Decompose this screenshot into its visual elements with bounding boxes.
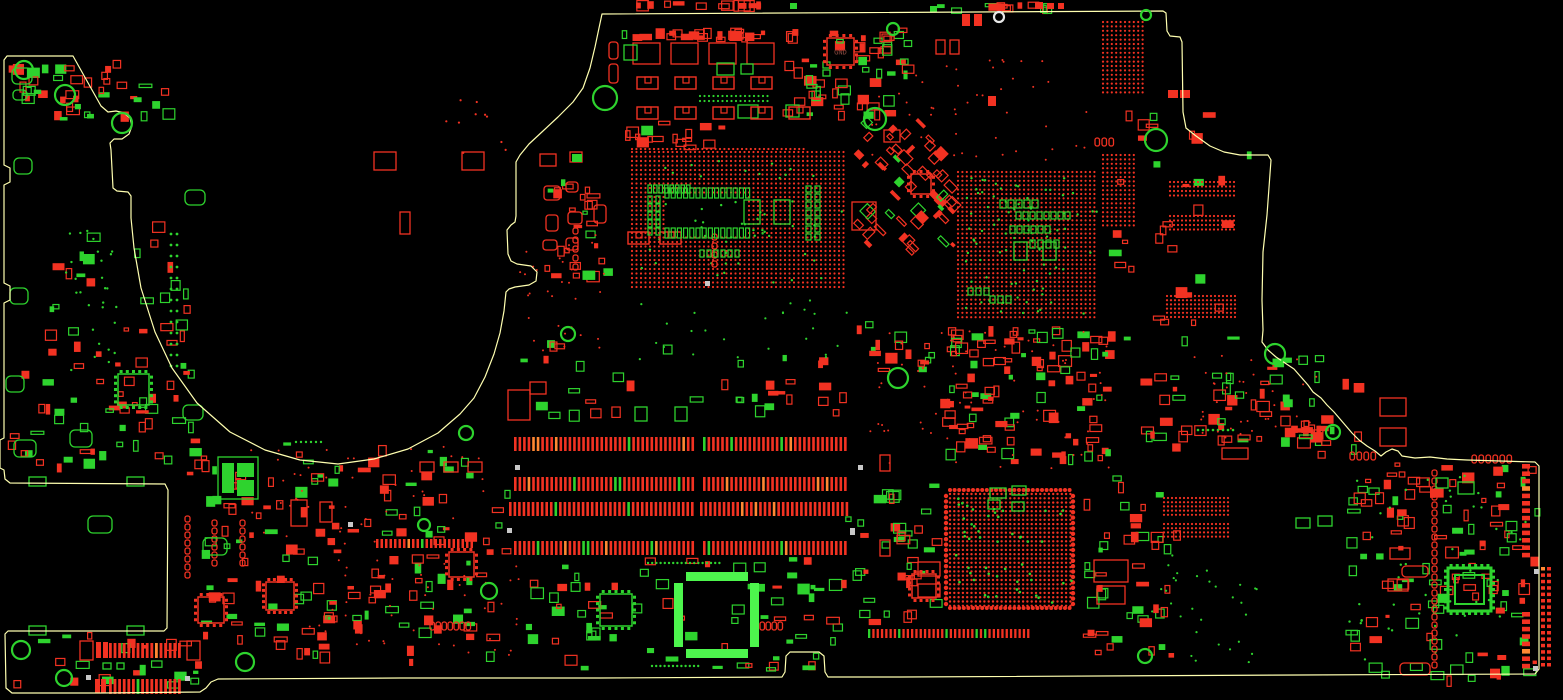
connector-combs [109,437,1551,694]
test-point [1534,569,1539,574]
gpu-bga [956,170,1096,319]
mount-hole [479,581,499,601]
red-qfp-chip [194,593,228,627]
test-point [858,465,863,470]
red-qfp-chip [907,170,935,198]
dot-rows [294,94,1235,668]
mount-hole [10,639,32,661]
pad-comb [1547,567,1551,667]
mount-hole [53,83,77,107]
mount-hole [1324,423,1342,441]
inductors [627,76,811,245]
mount-hole [110,111,134,135]
qfp-chips: GND [114,34,1495,630]
pad-comb [1522,464,1530,558]
mount-holes [10,8,1342,688]
mount-hole [591,84,619,112]
gnd-chip-label: GND [834,49,847,57]
test-point [705,281,710,286]
pad-chains [184,227,1438,669]
green-qfp-chip [596,590,636,630]
via-band [1101,153,1135,227]
pad-comb [703,477,847,491]
mount-hole [862,106,888,132]
pad-comb [109,643,181,658]
test-point [86,675,91,680]
green-qfp-chip [114,370,153,409]
green-col [169,232,179,368]
via-band [1168,214,1236,231]
mount-hole [457,424,475,442]
test-point [515,465,520,470]
via-band [1165,294,1237,319]
via-band [1162,496,1230,516]
pad-comb [1522,612,1530,669]
test-point [850,530,855,535]
mount-hole [1263,342,1287,366]
pad-comb [514,541,695,555]
test-point [507,528,512,533]
red-qfp-chip [445,548,478,581]
mount-hole [54,668,74,688]
board-outline [0,10,1540,694]
test-point [185,676,190,681]
pad-comb [703,437,847,451]
mount-hole [1136,647,1154,665]
mount-hole [1143,127,1169,153]
dot-scatter [64,59,1527,664]
test-point [1533,666,1538,671]
green-qfp-chip [1444,564,1495,615]
green-pin-rows [647,184,1071,304]
oval-combs [429,137,1513,631]
mount-hole [416,517,432,533]
pad-comb [703,541,847,555]
via-band [1162,522,1230,538]
pad-comb [514,477,695,491]
pad-comb [376,539,473,548]
pad-comb [509,502,694,516]
test-point [348,522,353,527]
mount-hole [885,21,901,37]
red-qfp-chip [262,578,298,614]
pch-bga [948,492,1072,607]
bga-dot-grids [169,20,1237,607]
pad-comb [1541,567,1545,667]
red-qfp-chip: GND [823,34,858,69]
pad-comb [109,679,181,694]
mount-hole [1139,8,1153,22]
discrete-components [5,2,1475,693]
large-green-qfp [674,572,759,658]
via-band [1101,20,1144,94]
test-points [86,281,1539,681]
via-band [1168,180,1236,197]
mount-hole [234,651,256,673]
pad-comb [868,629,1030,638]
mount-hole [13,59,35,81]
mount-hole [992,10,1006,24]
mount-hole [559,325,577,343]
red-qfp-chip [908,570,940,602]
pad-comb [700,502,849,516]
mount-hole [886,366,910,390]
pad-comb [514,437,695,451]
